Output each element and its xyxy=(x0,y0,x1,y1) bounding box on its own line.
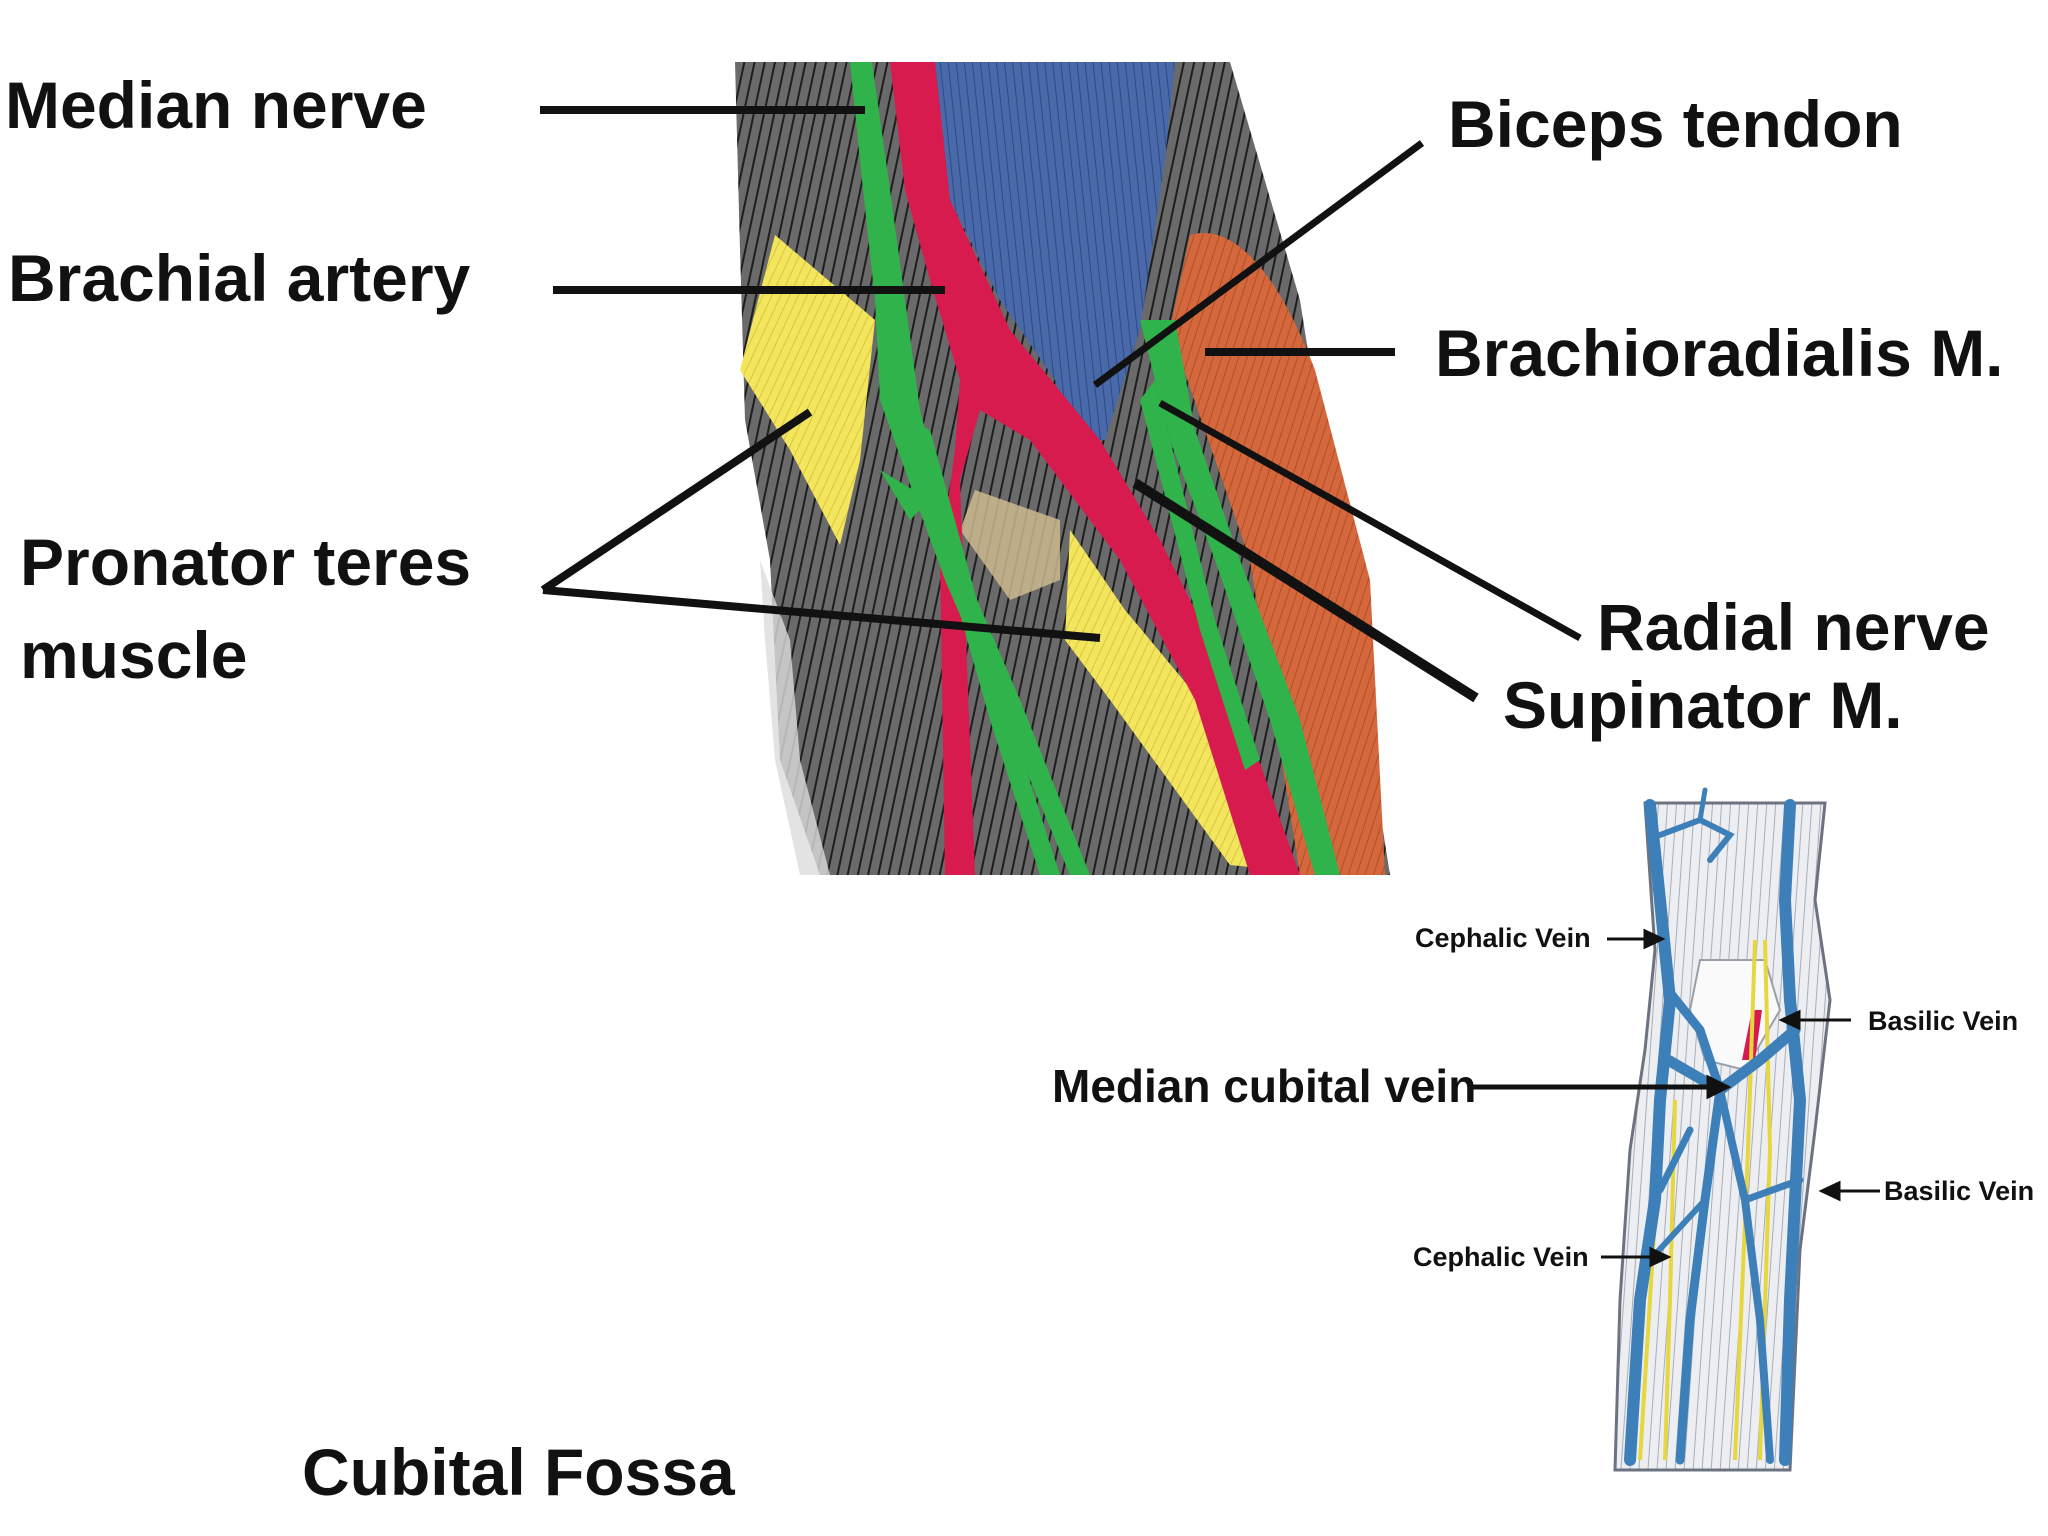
inset-labels: Cephalic Vein Basilic Vein Median cubita… xyxy=(1052,923,2034,1272)
median-nerve xyxy=(850,62,1090,875)
brachioradialis-label: Brachioradialis M. xyxy=(1435,316,2004,390)
cephalic-vein-bottom-label: Cephalic Vein xyxy=(1413,1242,1589,1272)
supinator-muscle xyxy=(960,490,1060,600)
radial-nerve-pointer xyxy=(1158,399,1582,642)
median-nerve-label: Median nerve xyxy=(5,68,427,142)
main-labels: Median nerve Brachial artery Biceps tend… xyxy=(5,68,2004,742)
inset-arrows xyxy=(1472,928,1880,1268)
brachial-artery xyxy=(890,62,1300,875)
pronator-teres-label-line2: muscle xyxy=(20,618,247,692)
radial-nerve xyxy=(1140,320,1340,875)
cephalic-vein-top-label: Cephalic Vein xyxy=(1415,923,1591,953)
pronator-pointer-lower xyxy=(542,586,1101,642)
median-cubital-vein-label: Median cubital vein xyxy=(1052,1060,1476,1112)
median-cubital-vein-inset xyxy=(1662,1024,1801,1097)
supinator-pointer xyxy=(1132,478,1479,703)
leader-lines xyxy=(540,106,1582,703)
basilic-vein-bottom-label: Basilic Vein xyxy=(1884,1176,2034,1206)
radial-nerve-label: Radial nerve xyxy=(1597,590,1990,664)
brachioradialis-muscle xyxy=(1170,232,1385,876)
cephalic-vein-inset xyxy=(1624,799,1677,1466)
inset-veins-illustration xyxy=(1613,787,1832,1472)
pronator-teres-label-line1: Pronator teres xyxy=(20,525,471,599)
supinator-label: Supinator M. xyxy=(1503,668,1903,742)
forearm-skin-edge xyxy=(760,560,830,875)
biceps-tendon xyxy=(935,62,1175,440)
basilic-vein-top-label: Basilic Vein xyxy=(1868,1006,2018,1036)
main-dissection-illustration xyxy=(735,62,1390,876)
median-nerve-branch xyxy=(905,420,1060,875)
median-nerve-branch-2 xyxy=(880,470,930,520)
radial-nerve-branch xyxy=(1140,380,1260,770)
brachial-artery-label: Brachial artery xyxy=(8,241,471,315)
pronator-teres-upper xyxy=(740,235,875,545)
biceps-tendon-label: Biceps tendon xyxy=(1448,87,1903,161)
veins-inset xyxy=(1624,787,1807,1466)
figure-title: Cubital Fossa xyxy=(302,1435,736,1509)
pronator-pointer-upper xyxy=(540,408,813,594)
biceps-tendon-pointer xyxy=(1092,140,1425,388)
basilic-vein-inset xyxy=(1778,799,1807,1466)
